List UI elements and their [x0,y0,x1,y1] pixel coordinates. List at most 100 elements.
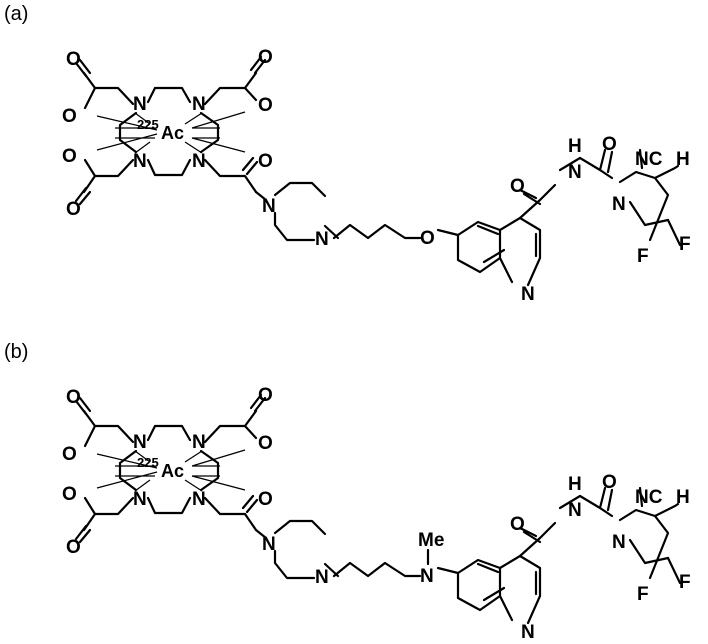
acetate-arm-upper-right [203,71,258,106]
macrocycle-top-bridge [146,86,192,104]
carbonyl-lower-left [74,186,92,206]
amide-hydrogen: H [568,136,582,157]
nitrile-group: NC [635,149,663,170]
acetate-arm-upper-left [82,71,135,106]
propyl-linker [332,223,422,240]
fluorine-bonds [648,551,682,585]
isotope-mass-number: 225 [137,455,159,470]
carboxylate-oxygen: O [62,106,77,127]
carboxylate-oxygen: O [258,151,273,172]
metal-symbol: Ac [161,461,184,481]
macrocycle-left-bridge [118,449,138,492]
piperazine-nitrogen: N [315,229,329,250]
macrocycle-bottom-bridge [146,496,192,515]
carboxylate-oxygen: O [258,433,273,454]
carboxylate-oxygen: O [66,49,81,70]
acetate-arm-lower-left [82,158,135,194]
linker-nitrogen: N [420,566,434,587]
metal-symbol: Ac [161,123,184,143]
panel-label: (b) [4,341,28,363]
piperazine-nitrogen: N [262,534,276,555]
carbonyl-amide [241,156,259,176]
pyrrolidine-bonds [618,508,670,565]
carbonyl-upper-left [74,58,92,78]
quinoline-bonds [436,216,542,287]
quinoline-ring: N [436,554,542,643]
acetate-arm-lower-left [82,496,135,532]
nitrile-bond [638,486,644,508]
coordination-bonds [96,111,246,154]
quinoline-ring: N [436,216,542,305]
carboxylate-oxygen: O [66,199,81,220]
carbonyl-upper-right [249,55,267,75]
quinoline-bonds [436,554,542,625]
ring-nitrogen: N [133,489,147,510]
amide-bonds [518,486,614,558]
fluorine-atom: F [679,572,691,593]
ring-nitrogen: N [133,94,147,115]
amide-hydrogen: H [568,474,582,495]
pyrrolidine-bonds [618,170,670,227]
carboxylate-oxygen: O [258,489,273,510]
carboxylate-oxygen: O [258,47,273,68]
amide-oxygen: O [510,176,525,197]
fluorine-atom: F [637,584,649,605]
carbonyl-upper-right [249,393,267,413]
ring-nitrogen: N [133,432,147,453]
fluorine-atom: F [637,246,649,267]
carbonyl-upper-left [74,396,92,416]
macrocycle-bottom-bridge [146,158,192,177]
stereo-h-bond [653,164,680,180]
acetate-arm-upper-right [203,409,258,444]
carboxylate-oxygen: O [62,146,77,167]
amide-nitrogen: N [568,162,582,183]
carboxylate-oxygen: O [66,387,81,408]
dota-chelator: N N N N 225 Ac O O O O O O O [62,47,273,220]
fluorine-atom: F [679,234,691,255]
acetate-o-upper-right [243,86,258,102]
macrocycle-top-bridge [146,424,192,442]
ring-nitrogen: N [192,94,206,115]
acetate-o-lower-left [83,496,97,516]
panel-label: (a) [4,3,28,25]
acetate-o-upper-left [83,86,97,110]
ring-nitrogen: N [192,489,206,510]
acetate-o-lower-left [83,158,97,178]
acetate-arm-amide [203,158,258,194]
amide-nitrogen: N [568,500,582,521]
carbonyl-amide [241,494,259,514]
ether-oxygen: O [420,228,435,249]
macrocycle-left-bridge [118,111,138,154]
macrocycle-right-bridge [199,111,220,154]
carboxylate-oxygen: O [258,95,273,116]
carboxylate-oxygen: O [66,537,81,558]
carboxylate-oxygen: O [62,484,77,505]
amide-oxygen: O [510,514,525,535]
acetate-arm-amide [203,496,258,532]
ring-nitrogen: N [133,151,147,172]
amide-bonds [518,148,614,220]
fap-inhibitor-warhead: O H N O N NC H F F [510,134,691,267]
isotope-mass-number: 225 [137,117,159,132]
ring-nitrogen: N [192,151,206,172]
nitrile-group: NC [635,487,663,508]
carboxylate-oxygen: O [62,444,77,465]
quinoline-nitrogen: N [521,284,535,305]
acetate-o-upper-right [243,424,258,440]
carboxylate-oxygen: O [258,385,273,406]
pyrrolidine-nitrogen: N [612,532,626,553]
quinoline-nitrogen: N [521,622,535,643]
dota-chelator: N N N N 225 Ac O O O O O O O [62,385,273,558]
nitrile-bond [638,148,644,170]
pyrrolidine-nitrogen: N [612,194,626,215]
acetate-arm-upper-left [82,409,135,444]
amide-to-piperazine [254,190,268,202]
amide-to-piperazine [254,528,268,540]
coordination-bonds [96,449,246,492]
piperazine-nitrogen: N [262,196,276,217]
stereo-h-bond [653,502,680,518]
fap-inhibitor-warhead: O H N O N NC H F F [510,472,691,605]
stereo-hydrogen: H [676,487,690,508]
piperazine-ring: N N [254,519,422,588]
